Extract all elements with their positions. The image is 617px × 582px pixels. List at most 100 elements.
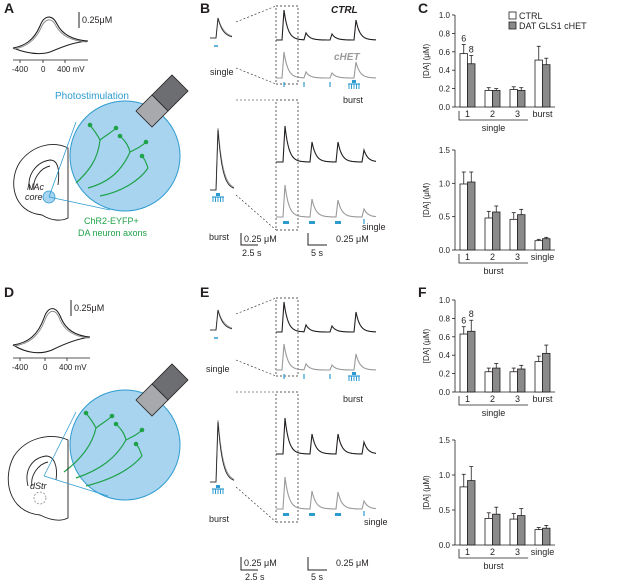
bar-ctrl (484, 217, 493, 251)
scale-amp-e2: 0.25 μM (336, 558, 369, 568)
trace-burst-zoom-ctrl (210, 421, 235, 483)
y-tick-label: 0.0 (439, 103, 451, 112)
x-tick-label: 1 (465, 547, 470, 557)
zoom-box (275, 391, 299, 523)
bar-chet (542, 527, 551, 546)
bar-chet (492, 211, 501, 251)
scale-amp-e1: 0.25 μM (244, 558, 277, 568)
scale-t-e2: 5 s (311, 572, 324, 582)
zoom-box (275, 99, 299, 231)
y-axis-label: [DA] (μM) (422, 43, 431, 78)
electrode-icon (135, 363, 189, 417)
x-tick-label: 1 (465, 394, 470, 404)
bar-chet (467, 63, 476, 108)
trace-ctrl-single (276, 301, 377, 333)
y-axis-label: [DA] (μM) (422, 328, 431, 363)
burst-label-b: burst (343, 95, 364, 105)
panel-label-a: A (4, 0, 14, 16)
chet-label: cHET (334, 52, 360, 63)
trace-single-zoom-ctrl (210, 309, 233, 331)
y-tick-label: 0.2 (439, 85, 451, 94)
nac-label-2: core (25, 192, 43, 202)
trace-single-zoom (210, 17, 233, 39)
trace-chet-burst (276, 184, 377, 218)
bar-chet (467, 181, 476, 251)
traces-e (210, 297, 377, 523)
y-tick-label: 0.2 (439, 370, 451, 379)
x-tick-label: burst (532, 109, 553, 119)
y-tick-label: 0.4 (439, 66, 451, 75)
cv-tick-neg400-d: -400 (12, 363, 29, 372)
group-label: single (482, 408, 506, 418)
y-tick-label: 0.5 (439, 213, 451, 222)
bar-chet (517, 90, 526, 108)
bar-chet (542, 238, 551, 251)
scale-amp-b2: 0.25 μM (336, 234, 369, 244)
voltammogram-a: 0.25μM -400 0 400 mV (12, 12, 112, 74)
trace-ctrl-burst (276, 417, 377, 455)
photostimulation-label: Photostimulation (55, 91, 129, 102)
cv-tick-neg400: -400 (12, 65, 29, 74)
bar-chet (517, 368, 526, 393)
x-tick-label: single (531, 252, 555, 262)
bar-ctrl (509, 518, 518, 546)
y-tick-label: 0.5 (439, 506, 451, 515)
stim-marker (309, 513, 315, 516)
y-tick-label: 1.0 (439, 179, 451, 188)
trace-single-zoom (210, 309, 233, 331)
y-tick-label: 0.8 (439, 29, 451, 38)
y-tick-label: 1.0 (439, 296, 451, 305)
burst-label-b2: burst (209, 232, 230, 242)
y-tick-label: 1.5 (439, 436, 451, 445)
stim-marker (335, 513, 341, 516)
trace-burst-zoom (210, 127, 235, 191)
stim-marker (335, 221, 341, 224)
y-tick-label: 0.6 (439, 48, 451, 57)
n-annotation: 6 (461, 33, 466, 43)
x-tick-label: single (531, 547, 555, 557)
nac-label-1: NAc (27, 182, 45, 192)
burst-label-e2: burst (209, 514, 230, 524)
legend-label: DAT GLS1 cHET (519, 21, 587, 31)
x-tick-label: 3 (515, 109, 520, 119)
stim-marker (283, 513, 289, 516)
legend-swatch (508, 21, 517, 30)
legend-swatch (508, 11, 517, 20)
bar-chet (542, 352, 551, 393)
n-annotation: 8 (469, 44, 474, 54)
trace-burst-zoom-ctrl (210, 129, 235, 191)
bar-chet (517, 214, 526, 251)
traces-b (210, 5, 377, 231)
bar-chet (492, 367, 501, 393)
cv-tick-0: 0 (41, 65, 46, 74)
panel-label-c: C (418, 0, 428, 16)
y-tick-label: 0.6 (439, 333, 451, 342)
bar-ctrl (484, 518, 493, 546)
x-tick-label: burst (532, 394, 553, 404)
ctrl-label: CTRL (331, 5, 358, 16)
group-bracket (458, 549, 528, 559)
x-tick-label: 3 (515, 547, 520, 557)
bar-ctrl (534, 59, 543, 108)
scale-t-b2: 5 s (311, 248, 324, 258)
voltammogram-d: 0.25μM -400 0 400 mV (12, 300, 104, 372)
burst-label-e: burst (343, 394, 364, 404)
y-tick-label: 1.0 (439, 11, 451, 20)
trace-chet-single (276, 343, 376, 371)
y-tick-label: 0.0 (439, 246, 451, 255)
bar-ctrl (459, 333, 468, 393)
n-annotation: 8 (469, 309, 474, 319)
bar-ctrl (509, 218, 518, 251)
trace-ctrl-single (276, 9, 377, 41)
trace-single-zoom-ctrl (210, 17, 233, 39)
x-tick-label: 1 (465, 252, 470, 262)
scale-t-e1: 2.5 s (245, 572, 265, 582)
stim-marker (283, 221, 289, 224)
y-axis-label: [DA] (μM) (422, 182, 431, 217)
group-label: burst (483, 266, 504, 276)
n-annotation: 6 (461, 316, 466, 326)
